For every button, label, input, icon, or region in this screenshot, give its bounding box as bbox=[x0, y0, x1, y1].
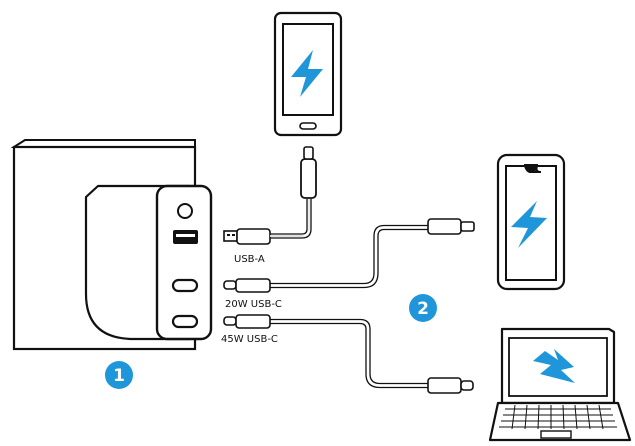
android-phone bbox=[273, 11, 343, 137]
charger-indicator-light bbox=[177, 203, 193, 219]
usbc-45w-label: 45W USB-C bbox=[221, 334, 278, 345]
step-number: 2 bbox=[417, 299, 429, 319]
iphone bbox=[496, 153, 566, 291]
usbc-20w-label: 20W USB-C bbox=[225, 299, 282, 310]
cable-usb-a bbox=[223, 146, 317, 245]
laptop bbox=[488, 327, 632, 442]
cable-usbc-20w bbox=[223, 218, 475, 293]
charger bbox=[84, 184, 213, 341]
lightning-bolt-icon bbox=[511, 201, 547, 248]
step-number: 1 bbox=[113, 366, 125, 386]
lightning-bolt-icon bbox=[291, 50, 323, 97]
step-badge-1: 1 bbox=[105, 361, 133, 389]
usb-a-label: USB-A bbox=[234, 254, 265, 265]
usbc-45w-port bbox=[171, 314, 199, 329]
cable-usbc-45w bbox=[223, 314, 474, 394]
lightning-bolt-icon bbox=[533, 349, 575, 383]
step-badge-2: 2 bbox=[409, 294, 437, 322]
usbc-20w-port bbox=[171, 278, 199, 293]
